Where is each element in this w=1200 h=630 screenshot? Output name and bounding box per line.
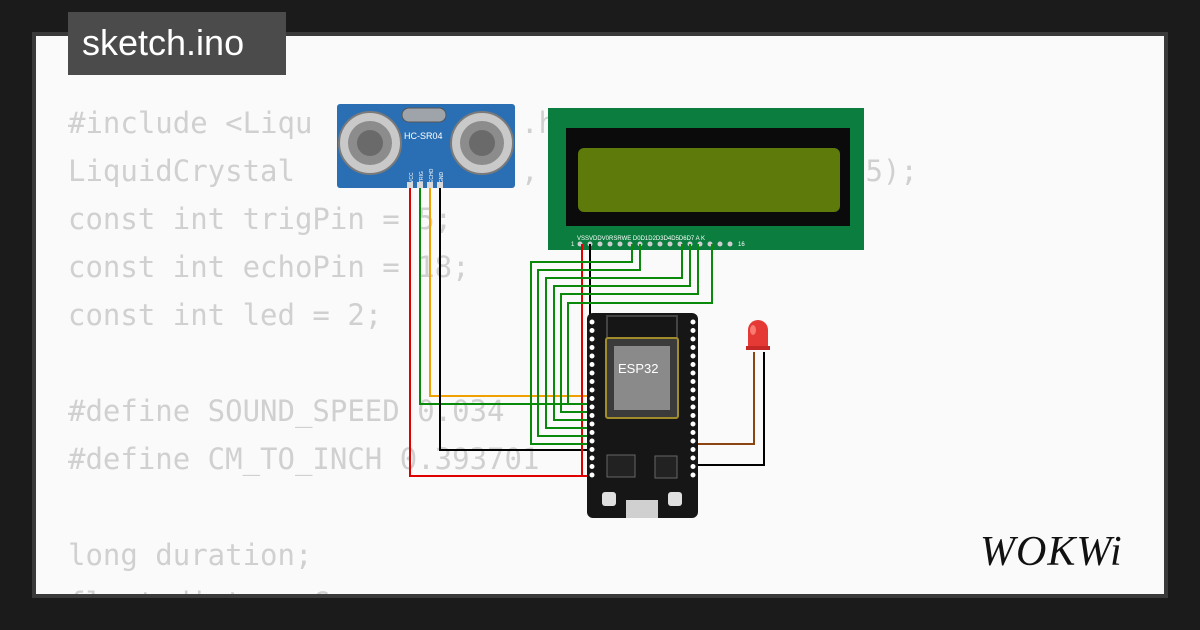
wire-lcd-d5 (553, 244, 691, 421)
code-line: #define CM_TO_INCH 0.393701 (68, 442, 540, 476)
wire-lcd-d4 (545, 244, 683, 429)
esp32-pin (589, 353, 595, 359)
sensor-label: HC-SR04 (404, 131, 443, 141)
esp32-pin (589, 430, 595, 435)
wire-led-cathode (690, 352, 765, 466)
esp32-pin (690, 413, 696, 418)
esp32-pin (690, 379, 696, 384)
code-line: #define SOUND_SPEED 0.034 (68, 394, 505, 428)
pin-label: GND (439, 172, 445, 184)
lcd-pin (647, 241, 653, 247)
wokwi-logo: WOKWi (978, 525, 1150, 586)
pin-label: TRIG (419, 171, 425, 183)
esp32-pin (690, 370, 696, 376)
esp32-pins (589, 319, 696, 478)
lcd-pin (607, 241, 613, 247)
esp32-pin (690, 345, 696, 350)
esp32-pin (589, 455, 595, 461)
esp32-pin (589, 447, 595, 452)
esp32-pin (690, 336, 696, 342)
code-line: float distanceCm; (68, 586, 365, 594)
esp32-pin (589, 345, 595, 350)
esp32-pin (690, 421, 696, 427)
lcd-pin-first: 1 (571, 242, 575, 248)
file-title: sketch.ino (82, 22, 245, 63)
esp32-board[interactable]: ESP32 (587, 313, 698, 518)
esp32-pin (690, 404, 696, 410)
code-line: , (521, 154, 539, 188)
esp32-pin (589, 404, 595, 410)
esp32-pin (589, 396, 595, 401)
reset-button (668, 492, 682, 506)
lcd-pin-labels: VSSVDDV0RSRWE D0D1D2D3D4D5D6D7 A K (577, 236, 705, 242)
esp32-pin (589, 413, 595, 418)
mcu-label: ESP32 (618, 361, 658, 376)
code-line: long duration; (68, 538, 313, 572)
esp32-pin (690, 447, 696, 452)
lcd-pin (667, 241, 673, 247)
esp32-pin (589, 379, 595, 384)
esp32-pin (690, 396, 696, 401)
esp32-pin (589, 362, 595, 367)
usb-port (626, 500, 658, 518)
esp32-pin (690, 438, 696, 444)
pin-label: VCC (409, 172, 415, 183)
lcd-pin-last: 16 (738, 242, 745, 248)
wire-lcd-rs (530, 244, 633, 445)
wire-gnd (439, 185, 590, 451)
lcd-pin (727, 241, 733, 247)
wire-led-anode (690, 352, 755, 445)
esp32-pin (690, 362, 696, 367)
wire-vcc (409, 185, 590, 477)
lcd-pin (597, 241, 603, 247)
code-line: const int echoPin = 18; (68, 250, 470, 284)
esp32-pin (589, 319, 595, 325)
esp32-pin (589, 370, 595, 376)
code-line: #include <Liqu (68, 106, 313, 140)
wokwi-logo-mark: WOKWi (980, 529, 1123, 575)
code-line: const int led = 2; (68, 298, 383, 332)
wire-lcd-e (537, 244, 641, 437)
lcd-pin (657, 241, 663, 247)
esp32-pin (690, 328, 696, 333)
boot-button (602, 492, 616, 506)
code-line: const int trigPin = 5; (68, 202, 453, 236)
lcd-pin (717, 241, 723, 247)
esp32-pin (690, 464, 696, 469)
esp32-pin (589, 328, 595, 333)
esp32-pin (589, 421, 595, 427)
esp32-pin (690, 319, 696, 325)
red-led[interactable] (746, 320, 770, 350)
esp32-pin (589, 464, 595, 469)
lcd-screen (578, 148, 840, 212)
esp32-pin (690, 353, 696, 359)
ultrasonic-sensor[interactable]: HC-SR04 VCC TRIG ECHO GND (337, 104, 515, 188)
code-line: LiquidCrystal (68, 154, 295, 188)
wire-lcd-d6 (560, 244, 699, 413)
brand-text: WOKWi (980, 529, 1123, 575)
esp32-pin (690, 472, 696, 478)
pin-label: ECHO (429, 168, 435, 183)
wire-lcd-d7 (567, 244, 713, 405)
esp32-pin (589, 472, 595, 478)
esp32-pin (589, 336, 595, 342)
esp32-pin (589, 387, 595, 393)
esp32-pin (690, 387, 696, 393)
lcd-module[interactable]: VSSVDDV0RSRWE D0D1D2D3D4D5D6D7 A K 1 16 (548, 108, 864, 250)
esp32-pin (589, 438, 595, 444)
esp32-pin (690, 455, 696, 461)
lcd-pin (617, 241, 623, 247)
file-title-badge[interactable]: sketch.ino (68, 12, 286, 75)
esp32-pin (690, 430, 696, 435)
